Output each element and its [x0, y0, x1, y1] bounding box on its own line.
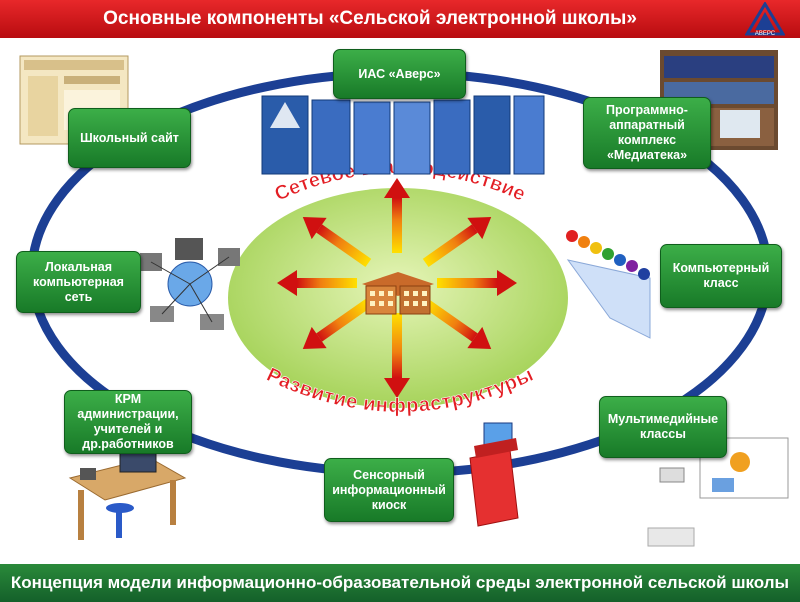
- node-multimedia-classes[interactable]: Мультимедийные классы: [599, 396, 727, 458]
- multimedia-classroom-illustration: [647, 437, 789, 547]
- arrow-up: [384, 178, 410, 253]
- node-krm[interactable]: КРМ администрации, учителей и др.работни…: [64, 390, 192, 454]
- node-school-site[interactable]: Школьный сайт: [68, 108, 191, 168]
- arrow-up-right: [422, 217, 492, 268]
- arrow-down-right: [422, 298, 492, 349]
- node-computer-class[interactable]: Компьютерный класс: [660, 244, 782, 308]
- arrow-left: [277, 270, 357, 296]
- node-local-network[interactable]: Локальная компьютерная сеть: [16, 251, 141, 313]
- node-ias-avers[interactable]: ИАС «Аверс»: [333, 49, 466, 99]
- arrow-down-left: [302, 298, 372, 349]
- footer-bar: [0, 564, 800, 602]
- school-building-icon: [362, 272, 434, 315]
- computer-class-illustration: [566, 230, 651, 339]
- page-title: Основные компоненты «Сельской электронно…: [103, 8, 637, 29]
- title-bar: [0, 0, 800, 38]
- center-disc: [228, 188, 568, 408]
- node-mediateka[interactable]: Программно-аппаратный комплекс «Медиатек…: [583, 97, 711, 169]
- workplace-illustration: [68, 445, 187, 540]
- node-kiosk[interactable]: Сенсорный информационный киоск: [324, 458, 454, 522]
- arrow-up-left: [302, 217, 372, 268]
- diagram-area: Сетевое взаимодействие Развитие инфрастр…: [0, 38, 800, 564]
- svg-text:АВЕРС: АВЕРС: [755, 31, 776, 36]
- radial-arrows: [277, 178, 517, 398]
- arrow-right: [437, 270, 517, 296]
- network-illustration: [140, 238, 240, 330]
- footer-caption: Концепция модели информационно-образоват…: [10, 573, 790, 592]
- kiosk-illustration: [469, 422, 519, 527]
- avers-logo-icon: АВЕРС: [745, 2, 785, 36]
- software-boxes-image: [261, 95, 545, 175]
- arrow-down: [384, 313, 410, 398]
